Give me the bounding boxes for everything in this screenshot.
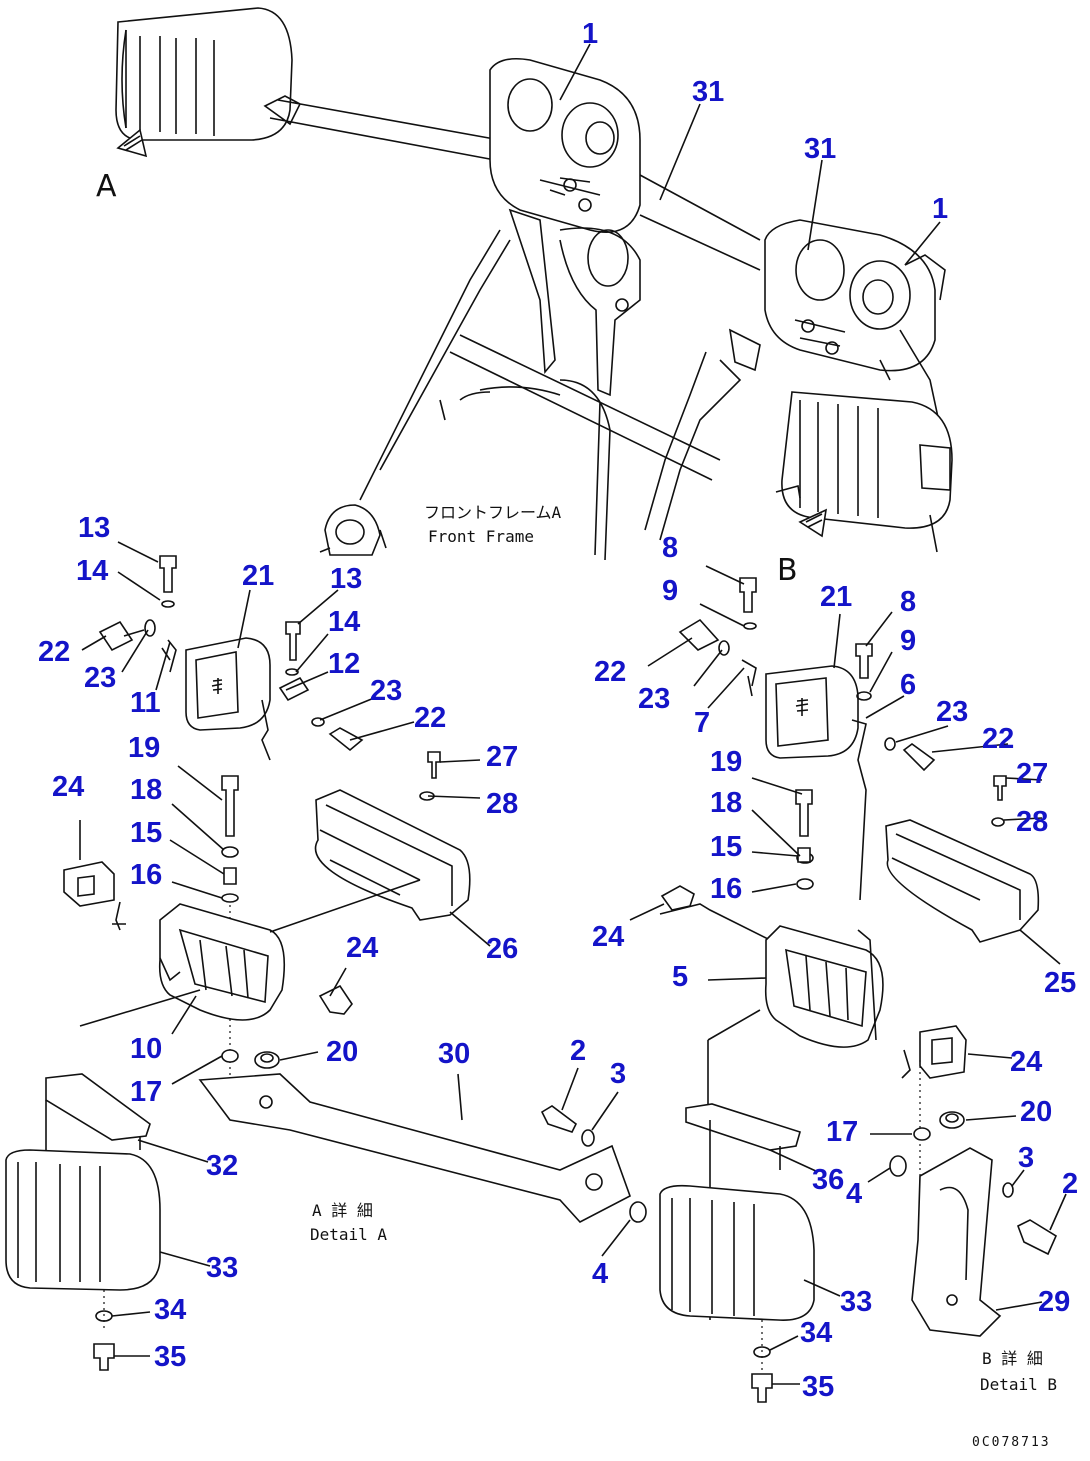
callout-label: 1 xyxy=(582,18,598,50)
callout-label: 24 xyxy=(52,771,84,803)
callout-label: 36 xyxy=(812,1164,844,1196)
callout-label: 34 xyxy=(800,1317,832,1349)
callout-label: 24 xyxy=(346,932,378,964)
callout-label: 27 xyxy=(1016,758,1048,790)
detail-a-label-jp: A 詳 細 xyxy=(312,1201,373,1220)
callout-label: 26 xyxy=(486,933,518,965)
callout-label: 23 xyxy=(370,675,402,707)
callout-label: 23 xyxy=(936,696,968,728)
leader-lines xyxy=(79,43,1067,1385)
callout-label: 19 xyxy=(710,746,742,778)
callout-label: 8 xyxy=(900,586,916,618)
callout-label: 18 xyxy=(710,787,742,819)
callout-label: 16 xyxy=(130,859,162,891)
callout-label: 31 xyxy=(692,76,724,108)
front-frame-label-jp: フロントフレームA xyxy=(424,503,562,522)
callout-label: 2 xyxy=(1062,1168,1078,1200)
callout-label: 21 xyxy=(820,581,852,613)
callout-label: 19 xyxy=(128,732,160,764)
callout-label: 20 xyxy=(326,1036,358,1068)
callout-label: 22 xyxy=(594,656,626,688)
callout-label: 24 xyxy=(1010,1046,1042,1078)
callout-label: 8 xyxy=(662,532,678,564)
front-frame-drawing: A B フロントフレームA Front Frame xyxy=(96,7,953,588)
callout-label: 14 xyxy=(328,606,360,638)
callout-label: 12 xyxy=(328,648,360,680)
callout-label: 27 xyxy=(486,741,518,773)
view-a-label: A xyxy=(96,169,117,204)
callout-label: 23 xyxy=(638,683,670,715)
callout-label: 4 xyxy=(592,1258,608,1290)
callout-label: 24 xyxy=(592,921,624,953)
callout-label: 15 xyxy=(710,831,742,863)
detail-b-drawing: B 詳 細 Detail B 0C078713 xyxy=(659,577,1057,1450)
callout-label: 28 xyxy=(486,788,518,820)
callout-label: 30 xyxy=(438,1038,470,1070)
detail-a-label-en: Detail A xyxy=(310,1225,387,1244)
callout-label: 35 xyxy=(802,1371,834,1403)
callout-label: 2 xyxy=(570,1035,586,1067)
callout-label: 11 xyxy=(130,687,161,719)
callout-label: 25 xyxy=(1044,967,1076,999)
callout-label: 23 xyxy=(84,662,116,694)
callout-label: 5 xyxy=(672,961,688,993)
callout-label: 13 xyxy=(78,512,110,544)
callout-label: 7 xyxy=(694,707,710,739)
callout-label: 14 xyxy=(76,555,108,587)
callout-label: 9 xyxy=(662,575,678,607)
detail-a-drawing: A 詳 細 Detail A xyxy=(5,555,647,1371)
callout-label: 20 xyxy=(1020,1096,1052,1128)
callout-label: 29 xyxy=(1038,1286,1070,1318)
callout-label: 13 xyxy=(330,563,362,595)
callout-label: 32 xyxy=(206,1150,238,1182)
callout-label: 3 xyxy=(610,1058,626,1090)
callout-label: 15 xyxy=(130,817,162,849)
callout-label: 16 xyxy=(710,873,742,905)
callout-label: 6 xyxy=(900,669,916,701)
callout-label: 4 xyxy=(846,1178,862,1210)
detail-b-label-en: Detail B xyxy=(980,1375,1057,1394)
callout-label: 34 xyxy=(154,1294,186,1326)
callout-label: 22 xyxy=(982,723,1014,755)
callout-label: 18 xyxy=(130,774,162,806)
callout-numbers: 1 31 31 1 13 14 22 23 11 21 13 14 12 23 … xyxy=(38,18,1078,1403)
callout-label: 35 xyxy=(154,1341,186,1373)
callout-label: 9 xyxy=(900,625,916,657)
callout-label: 22 xyxy=(38,636,70,668)
callout-label: 33 xyxy=(840,1286,872,1318)
front-frame-label-en: Front Frame xyxy=(428,527,534,546)
callout-label: 31 xyxy=(804,133,836,165)
callout-label: 10 xyxy=(130,1033,162,1065)
callout-label: 21 xyxy=(242,560,274,592)
callout-label: 17 xyxy=(826,1116,858,1148)
callout-label: 28 xyxy=(1016,806,1048,838)
callout-label: 22 xyxy=(414,702,446,734)
callout-label: 33 xyxy=(206,1252,238,1284)
callout-label: 3 xyxy=(1018,1142,1034,1174)
drawing-number: 0C078713 xyxy=(972,1435,1051,1450)
callout-label: 17 xyxy=(130,1076,162,1108)
detail-b-label-jp: B 詳 細 xyxy=(982,1349,1043,1368)
callout-label: 1 xyxy=(932,193,948,225)
view-b-label: B xyxy=(777,553,798,588)
